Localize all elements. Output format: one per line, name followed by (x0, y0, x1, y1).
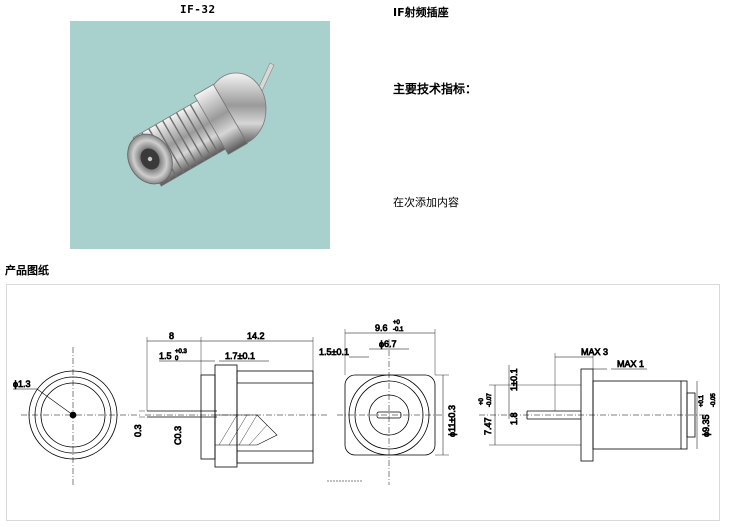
dim-length-1-5-tol-low: 0 (175, 356, 179, 362)
dim-height-7-47: 7.47 (483, 417, 493, 435)
dim-max-3: MAX 3 (581, 347, 608, 357)
spec-heading: 主要技术指标： (393, 82, 478, 96)
spec-placeholder-text: 在次添加内容 (393, 196, 459, 209)
dim-phi-1-3: ϕ1.3 (13, 379, 31, 389)
dim-phi-6-7: ϕ6.7 (379, 339, 397, 349)
dim-length-1-5: 1.5 (159, 351, 172, 361)
product-type-title: IF射频插座 (393, 6, 449, 19)
connector-photo-illustration (127, 62, 275, 187)
product-model-title: IF-32 (180, 3, 216, 16)
front-view (13, 347, 141, 485)
drawing-heading: 产品图纸 (5, 264, 49, 277)
dim-height-1-8: 1.8 (509, 412, 519, 425)
dim-length-1-5-tol-up: +0.3 (175, 349, 188, 355)
dim-0-3: 0.3 (133, 424, 143, 437)
dim-phi-9-35: ϕ9.35 (701, 414, 711, 437)
dim-c0-3: C0.3 (173, 426, 183, 445)
dim-width-9-6-tol-low: -0.1 (393, 327, 404, 333)
dim-max-1: MAX 1 (617, 359, 644, 369)
dim-height-7-47-tol-low: -0.07 (487, 393, 493, 407)
dim-height-7-47-tol-up: +0 (479, 397, 485, 405)
dim-phi-9-35-tol-up: +0.1 (699, 394, 705, 407)
dim-length-1-7: 1.7±0.1 (225, 351, 255, 361)
dim-phi-9-35-tol-low: -0.05 (711, 393, 717, 407)
dim-width-1-5: 1.5±0.1 (319, 347, 349, 357)
technical-drawing: ϕ1.3 (13, 320, 717, 485)
dim-width-9-6: 9.6 (375, 323, 388, 333)
side-section-view (139, 337, 327, 468)
dim-height-1: 1±0.1 (509, 369, 519, 391)
dim-phi-11: ϕ11±0.3 (447, 405, 457, 437)
dim-length-8: 8 (169, 331, 174, 341)
product-photo (70, 21, 330, 249)
end-view (337, 329, 449, 485)
dim-length-14-2: 14.2 (247, 331, 265, 341)
dim-width-9-6-tol-up: +0 (393, 320, 401, 326)
side-profile-view (479, 353, 707, 462)
drawing-frame: ϕ1.3 (6, 284, 720, 521)
